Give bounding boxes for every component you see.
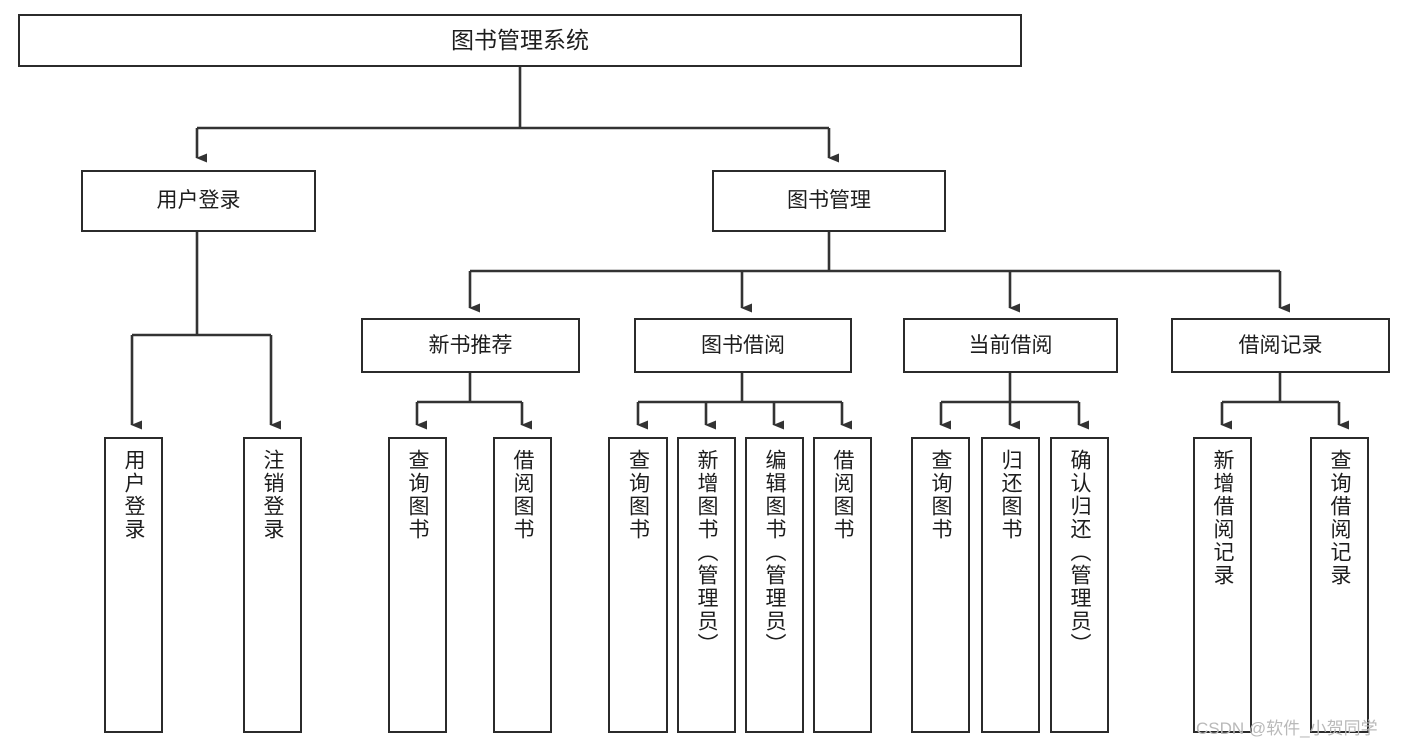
node-label: 图书管理系统 [451, 27, 589, 54]
node-book-management[interactable]: 图书管理 [712, 170, 946, 232]
node-book-borrow[interactable]: 图书借阅 [634, 318, 852, 373]
node-root-book-management-system[interactable]: 图书管理系统 [18, 14, 1022, 67]
node-leaf-user-login-signin[interactable]: 用户登录 [104, 437, 163, 733]
node-label: 查询图书 [406, 449, 429, 541]
node-current-borrow[interactable]: 当前借阅 [903, 318, 1118, 373]
node-leaf-current-borrow-return[interactable]: 归还图书 [981, 437, 1040, 733]
node-new-book-recommend[interactable]: 新书推荐 [361, 318, 580, 373]
node-label: 用户登录 [156, 189, 241, 213]
node-leaf-book-borrow-borrow[interactable]: 借阅图书 [813, 437, 872, 733]
node-label: 用户登录 [122, 449, 145, 541]
node-leaf-book-borrow-query[interactable]: 查询图书 [608, 437, 668, 733]
node-label: 注销登录 [261, 449, 284, 541]
node-label: 借阅记录 [1238, 333, 1323, 357]
node-leaf-borrow-record-add[interactable]: 新增借阅记录 [1193, 437, 1252, 733]
node-label: 借阅图书 [511, 449, 534, 541]
node-label: 编辑图书（管理员） [763, 449, 786, 656]
node-borrow-record[interactable]: 借阅记录 [1171, 318, 1390, 373]
csdn-watermark: CSDN @软件_小贺同学 [1196, 719, 1378, 738]
node-leaf-book-borrow-add[interactable]: 新增图书（管理员） [677, 437, 736, 733]
node-label: 查询图书 [626, 449, 650, 541]
node-label: 新增图书（管理员） [695, 449, 718, 656]
node-label: 归还图书 [999, 449, 1022, 541]
node-leaf-new-book-borrow[interactable]: 借阅图书 [493, 437, 552, 733]
node-leaf-user-login-signout[interactable]: 注销登录 [243, 437, 302, 733]
node-label: 查询借阅记录 [1328, 449, 1351, 587]
node-leaf-book-borrow-edit[interactable]: 编辑图书（管理员） [745, 437, 804, 733]
node-leaf-borrow-record-query[interactable]: 查询借阅记录 [1310, 437, 1369, 733]
node-label: 确认归还（管理员） [1068, 449, 1091, 656]
node-user-login[interactable]: 用户登录 [81, 170, 316, 232]
node-leaf-current-borrow-confirm-return[interactable]: 确认归还（管理员） [1050, 437, 1109, 733]
node-leaf-current-borrow-query[interactable]: 查询图书 [911, 437, 970, 733]
node-label: 图书借阅 [701, 333, 785, 357]
node-label: 新增借阅记录 [1211, 449, 1234, 587]
node-label: 当前借阅 [968, 333, 1053, 357]
node-label: 借阅图书 [831, 449, 854, 541]
node-leaf-new-book-query[interactable]: 查询图书 [388, 437, 447, 733]
node-label: 新书推荐 [428, 333, 513, 357]
node-label: 查询图书 [929, 449, 952, 541]
node-label: 图书管理 [787, 189, 871, 213]
